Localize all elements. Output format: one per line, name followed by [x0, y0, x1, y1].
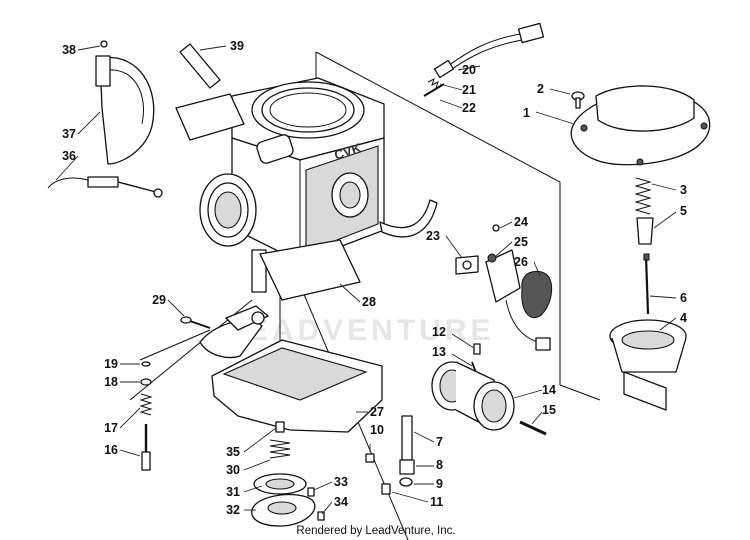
part-15-pin [519, 420, 547, 436]
footer-credit: Rendered by LeadVenture, Inc. [296, 525, 455, 537]
part-4-slide [609, 319, 687, 411]
part-39-hose [179, 43, 221, 89]
part-14-float [431, 361, 515, 431]
part-5-holder [636, 217, 654, 245]
callout-24: 24 [514, 215, 528, 229]
callout-35: 35 [226, 445, 240, 459]
part-1-top-cover [570, 85, 711, 166]
callout-26: 26 [514, 255, 528, 269]
callout-18: 18 [104, 375, 118, 389]
part-9-ring [399, 477, 413, 487]
part-24-screw [492, 224, 500, 232]
callout-32: 32 [226, 503, 240, 517]
part-33-34-screws [307, 487, 325, 521]
part-23-clip [455, 255, 479, 275]
part-25-solenoid [485, 249, 551, 351]
callout-20: 20 [462, 63, 476, 77]
part-10-screw [365, 453, 375, 463]
part-6-needle [643, 253, 650, 315]
callout-29: 29 [152, 293, 166, 307]
part-27-float-bowl [199, 320, 383, 433]
callout-34: 34 [334, 495, 348, 509]
part-7-tube [401, 415, 413, 461]
callout-labels: 1 2 3 4 5 6 7 8 9 10 11 12 13 14 15 16 1… [62, 39, 687, 517]
callout-30: 30 [226, 463, 240, 477]
callout-39: 39 [230, 39, 244, 53]
callout-33: 33 [334, 475, 348, 489]
callout-28: 28 [362, 295, 376, 309]
callout-23: 23 [426, 229, 440, 243]
callout-6: 6 [680, 291, 687, 305]
part-12-screw [473, 343, 481, 355]
part-21-22-screws [423, 78, 445, 97]
callout-5: 5 [680, 204, 687, 218]
callout-15: 15 [542, 403, 556, 417]
part-38-screw [100, 40, 108, 48]
part-17-spring [139, 393, 153, 416]
part-2-screw [571, 91, 585, 109]
part-29-screw [180, 316, 211, 329]
callout-31: 31 [226, 485, 240, 499]
part-19-ring [141, 361, 151, 367]
part-35-screw [275, 421, 285, 433]
part-32-cover [251, 493, 316, 527]
callout-19: 19 [104, 357, 118, 371]
callout-13: 13 [432, 345, 446, 359]
callout-12: 12 [432, 325, 446, 339]
part-18-washer [140, 378, 152, 386]
part-16-pilot-screw [141, 424, 151, 471]
part-31-diaphragm [253, 473, 307, 495]
part-28-bracket [225, 305, 269, 331]
part-36-cable [47, 176, 163, 198]
leader-lines [55, 45, 677, 515]
part-37-side-cover [95, 55, 155, 165]
callout-11: 11 [430, 495, 443, 509]
carburetor-body: CVK [175, 77, 438, 301]
callout-36: 36 [62, 149, 76, 163]
callout-1: 1 [523, 106, 530, 120]
callout-9: 9 [436, 477, 443, 491]
callout-25: 25 [514, 235, 528, 249]
callout-21: 21 [462, 83, 476, 97]
callout-4: 4 [680, 311, 687, 325]
callout-37: 37 [62, 127, 76, 141]
callout-3: 3 [680, 183, 687, 197]
callout-22: 22 [462, 101, 476, 115]
callout-7: 7 [436, 435, 443, 449]
callout-17: 17 [104, 421, 118, 435]
callout-27: 27 [370, 405, 384, 419]
part-26-cover [521, 270, 553, 319]
callout-38: 38 [62, 43, 76, 57]
part-20-sensor-cable [433, 22, 545, 79]
callout-10: 10 [370, 423, 384, 437]
callout-16: 16 [104, 443, 118, 457]
callout-8: 8 [436, 458, 443, 472]
part-11-plug [381, 483, 391, 495]
watermark: LEADVENTURE [225, 314, 494, 347]
callout-2: 2 [537, 82, 544, 96]
callout-14: 14 [542, 383, 556, 397]
part-8-jet [399, 459, 415, 475]
part-30-spring [269, 439, 291, 459]
part-3-spring [634, 177, 652, 215]
